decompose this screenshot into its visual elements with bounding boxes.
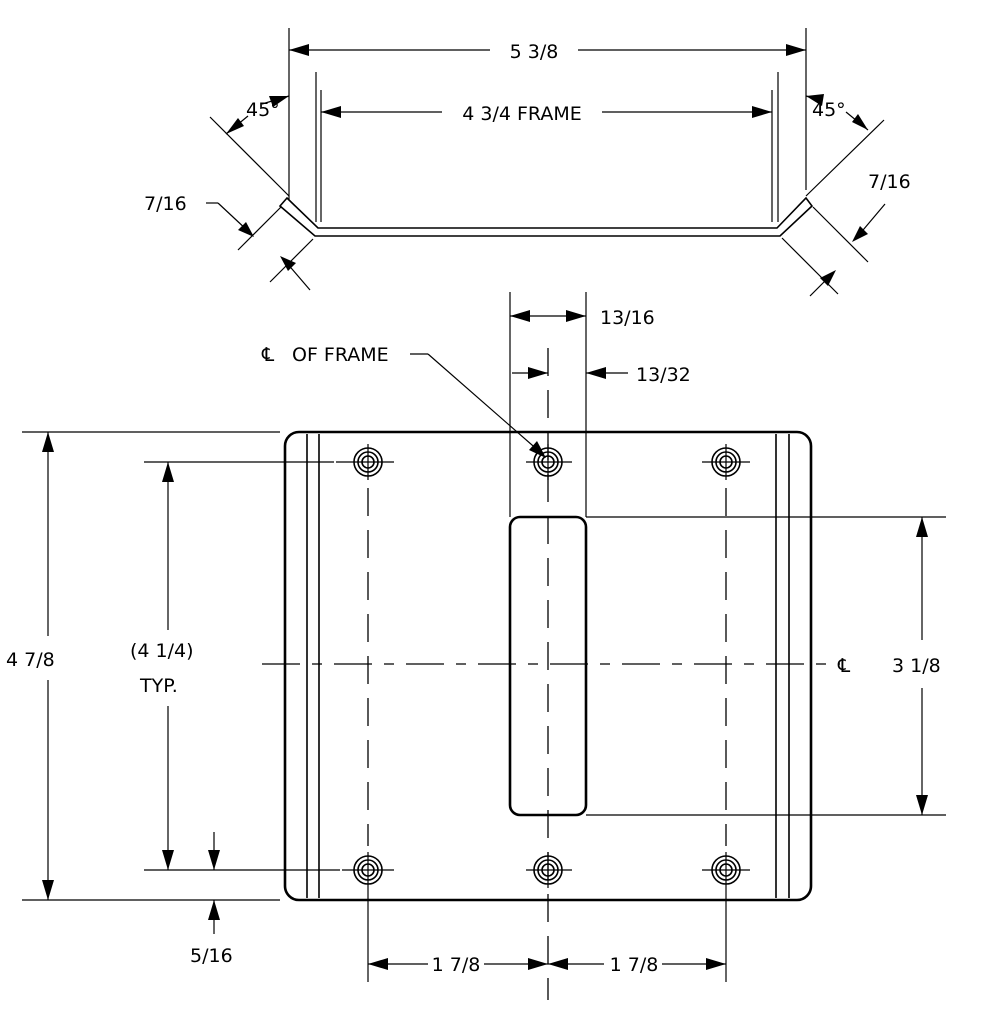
angle-left-dimension: 45° [225, 95, 290, 135]
flange-left-dimension: 7/16 [144, 193, 314, 291]
hole-vertical-spacing-dimension: (4 1/4) TYP. [130, 461, 340, 871]
flange-right-dimension: 7/16 [781, 171, 911, 297]
angle-right-label: 45° [812, 99, 846, 121]
slot-width-dimension: 13/16 [509, 292, 655, 517]
flange-right-label: 7/16 [868, 171, 911, 193]
hole-vertical-spacing-note: TYP. [139, 675, 178, 697]
hole-spacing-right-label: 1 7/8 [610, 954, 659, 976]
slot-height-dimension: ℄ 3 1/8 [586, 516, 946, 816]
hole-horizontal-spacing-dimension: 1 7/8 1 7/8 [367, 888, 727, 982]
plate-view: 13/16 ℄ OF FRAME 13/32 4 7/8 [6, 292, 946, 1000]
hole-vertical-spacing-label: (4 1/4) [130, 640, 194, 662]
overall-width-dimension: 5 3/8 [289, 38, 806, 64]
flange-left-label: 7/16 [144, 193, 187, 215]
frame-width-label: 4 3/4 FRAME [462, 103, 582, 125]
hole-spacing-left-label: 1 7/8 [432, 954, 481, 976]
slot-height-label: 3 1/8 [892, 655, 941, 677]
angle-left-label: 45° [246, 99, 280, 121]
centerline-symbol-right: ℄ [837, 655, 851, 677]
hole-bottom-left [342, 852, 394, 888]
hole-top-left [336, 444, 394, 480]
overall-width-label: 5 3/8 [510, 41, 559, 63]
slot-offset-dimension: 13/32 [512, 364, 691, 386]
overall-height-dimension: 4 7/8 [6, 431, 280, 901]
angle-right-dimension: 45° [805, 94, 869, 131]
hole-bottom-right [702, 852, 750, 888]
overall-height-label: 4 7/8 [6, 649, 55, 671]
side-view: 5 3/8 4 3/4 FRAME 45° 45° [144, 28, 911, 297]
centerline-symbol: ℄ [261, 344, 275, 366]
slot-width-label: 13/16 [600, 307, 655, 329]
frame-width-dimension: 4 3/4 FRAME [321, 103, 772, 125]
centerline-of-frame-label: OF FRAME [292, 344, 389, 366]
hole-top-center [526, 444, 572, 480]
edge-offset-dimension: 5/16 [190, 832, 233, 967]
hole-top-right [702, 444, 750, 480]
edge-offset-label: 5/16 [190, 945, 233, 967]
centerline-of-frame-callout: ℄ OF FRAME [261, 344, 546, 458]
hole-bottom-center [526, 852, 572, 888]
slot-offset-label: 13/32 [636, 364, 691, 386]
bent-frame-profile [278, 196, 814, 237]
